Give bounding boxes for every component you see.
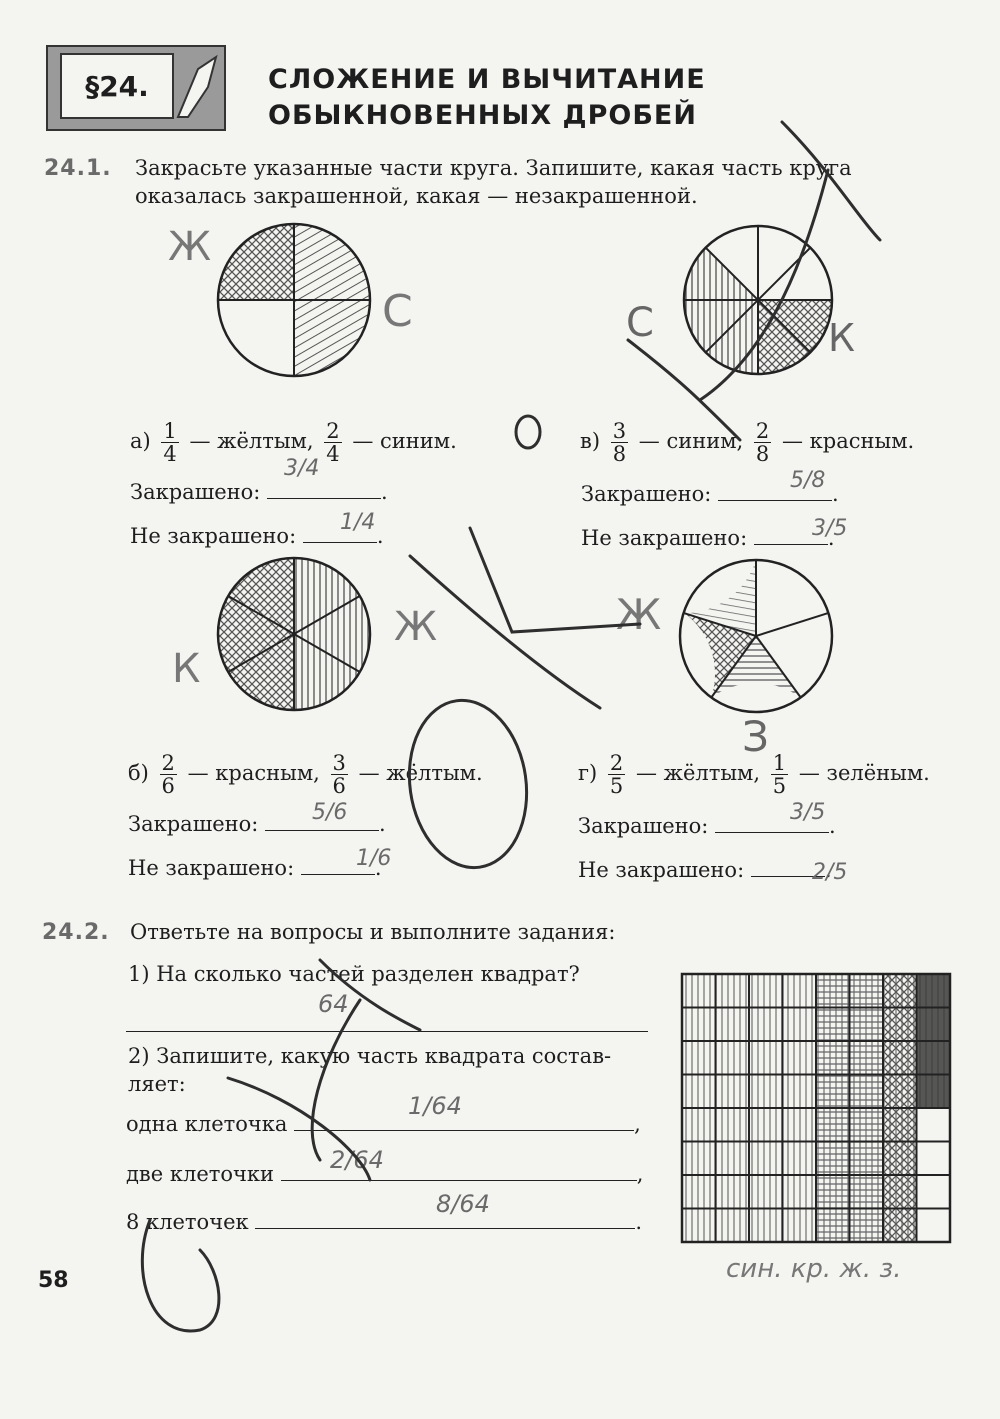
answer-row: одна клеточка , — [126, 1110, 641, 1136]
item-b-shaded-row: Закрашено: . — [128, 810, 386, 836]
shaded-sector — [294, 300, 370, 376]
item-b-unshaded-row: Не закрашено: . — [128, 854, 382, 880]
grid-square — [680, 972, 952, 1244]
handwritten-letter: С — [626, 300, 654, 346]
answer-field[interactable] — [302, 522, 377, 543]
shaded-sector — [684, 247, 758, 300]
shaded-sector — [294, 634, 360, 710]
handwritten-letter: С — [382, 286, 413, 337]
question-2: 2) Запишите, какую часть квадрата состав… — [128, 1044, 612, 1096]
exercise-instruction: Ответьте на вопросы и выполните задания: — [130, 920, 616, 944]
pie-circle-v — [682, 224, 834, 376]
answer-field[interactable] — [280, 1160, 637, 1181]
exercise-instruction: Закрасьте указанные части круга. Запишит… — [135, 156, 852, 208]
handwritten-answer: 1/6 — [356, 846, 392, 871]
answer-field[interactable] — [753, 524, 828, 545]
item-g-unshaded-row: Не закрашено: . — [578, 856, 832, 882]
answer-field[interactable] — [715, 812, 830, 833]
handwritten-letter: Ж — [168, 224, 212, 270]
section-number: §24. — [60, 53, 174, 119]
answer-field[interactable] — [126, 1011, 648, 1032]
item-a-unshaded-row: Не закрашено: . — [130, 522, 384, 548]
handwritten-answer: 3/5 — [790, 800, 826, 825]
shaded-sector — [684, 300, 758, 353]
handwritten-answer: 64 — [318, 990, 349, 1018]
shaded-sector — [705, 300, 758, 374]
answer-field[interactable] — [265, 810, 380, 831]
answer-field[interactable] — [267, 478, 382, 499]
answer-row: 8 клеточек . — [126, 1208, 643, 1234]
grid-caption: син. кр. ж. з. — [726, 1254, 902, 1284]
answer-row: две клеточки , — [126, 1160, 644, 1186]
section-title: СЛОЖЕНИЕ И ВЫЧИТАНИЕ ОБЫКНОВЕННЫХ ДРОБЕЙ — [268, 64, 706, 131]
section-badge: §24. — [46, 45, 226, 131]
item-g-shaded-row: Закрашено: . — [578, 812, 836, 838]
shaded-sector — [684, 560, 756, 636]
shaded-sector — [228, 634, 294, 710]
handwritten-letter: К — [828, 316, 855, 360]
question-1: 1) На сколько частей разделен квадрат? — [128, 962, 580, 986]
shaded-sector — [711, 636, 801, 698]
handwritten-answer: 5/6 — [312, 800, 348, 825]
handwritten-answer: 1/4 — [340, 510, 376, 535]
item-a-shaded-row: Закрашено: . — [130, 478, 388, 504]
handwritten-letter: Ж — [616, 590, 662, 639]
shaded-sector — [758, 300, 832, 353]
handwritten-answer: 3/5 — [812, 516, 848, 541]
shaded-sector — [228, 558, 294, 634]
answer-field[interactable] — [255, 1208, 636, 1229]
shaded-sector — [758, 300, 811, 374]
answer-field[interactable] — [750, 856, 825, 877]
shaded-sector — [218, 596, 294, 672]
handwritten-answer: 5/8 — [790, 468, 826, 493]
item-v-shaded-row: Закрашено: . — [581, 480, 839, 506]
handwritten-answer: 8/64 — [436, 1190, 490, 1218]
handwritten-letter: Ж — [394, 604, 438, 650]
shaded-sector — [218, 224, 294, 300]
answer-field[interactable] — [300, 854, 375, 875]
exercise-number: 24.1. — [44, 156, 112, 181]
shaded-sector — [684, 613, 756, 698]
handwritten-answer: 2/5 — [812, 860, 848, 885]
handwritten-letter: З — [742, 712, 769, 761]
item-v-unshaded-row: Не закрашено: . — [581, 524, 835, 550]
handwritten-answer: 3/4 — [284, 456, 320, 481]
pencil-scribbles — [140, 120, 882, 1333]
exercise-number: 24.2. — [42, 920, 110, 945]
pie-circle-b — [216, 556, 372, 712]
answer-field[interactable] — [294, 1110, 635, 1131]
handwritten-answer: 2/64 — [330, 1146, 384, 1174]
pie-circle-a — [216, 222, 372, 378]
page-number: 58 — [38, 1268, 69, 1293]
page-curl-icon — [176, 54, 218, 118]
shaded-sector — [294, 558, 370, 672]
pie-circle-g — [678, 558, 834, 714]
answer-field[interactable] — [718, 480, 833, 501]
handwritten-answer: 1/64 — [408, 1092, 462, 1120]
shaded-sector — [294, 224, 370, 300]
handwritten-letter: К — [172, 646, 201, 692]
